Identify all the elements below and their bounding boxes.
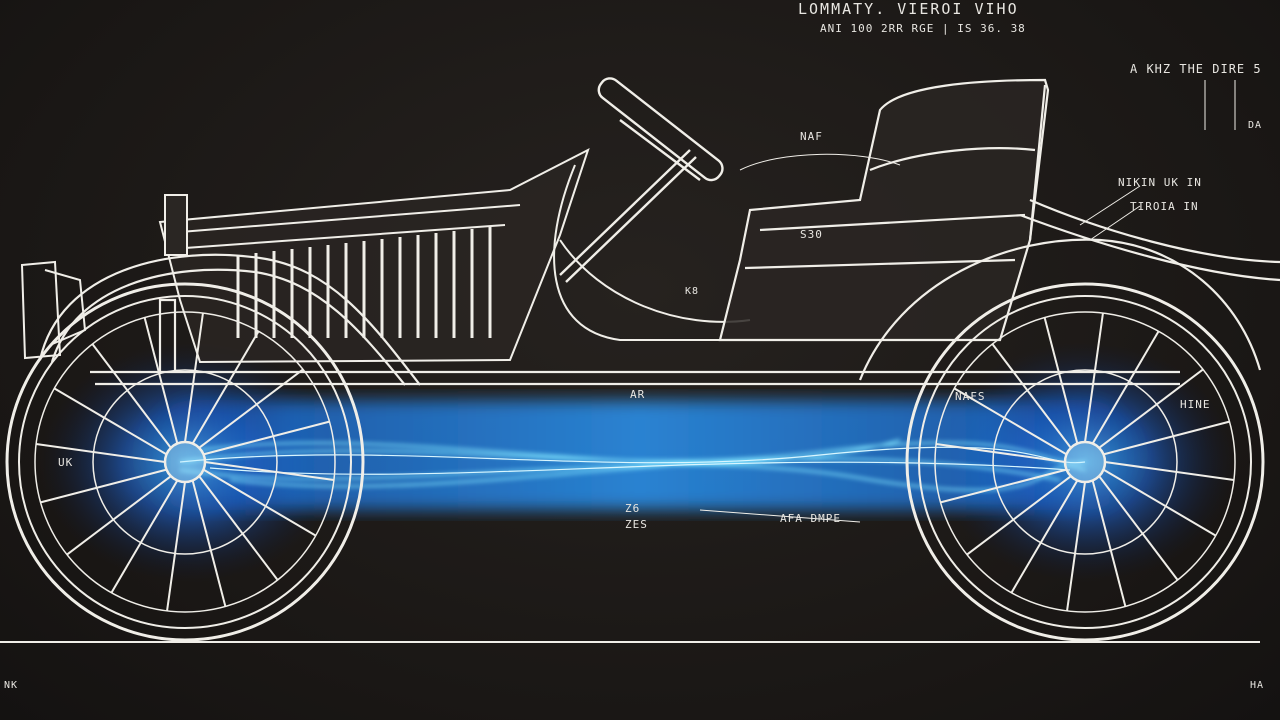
energy-glow <box>40 342 1235 582</box>
corner-note-left: NK <box>4 680 19 691</box>
seat-annotation-2: TIROIA IN <box>1130 200 1199 213</box>
front-lamp <box>20 260 87 360</box>
front-spoked-wheel-icon <box>905 282 1265 642</box>
blueprint-title: LOMMATY. VIEROI VIHO <box>798 0 1019 18</box>
wheels <box>5 282 1265 642</box>
steering-annotation: S30 <box>800 228 823 241</box>
hood-body <box>158 147 590 364</box>
lower-annotation-2: ZES <box>625 518 648 531</box>
steering-wheel-icon <box>559 77 724 283</box>
lower-annotation-3: AFA DMPE <box>780 512 841 525</box>
seat-body <box>718 78 1050 342</box>
cowl <box>553 164 751 341</box>
rear-fender <box>38 253 421 386</box>
chassis <box>90 298 1180 386</box>
dash-annotation: NAF <box>800 130 823 143</box>
radiator-grille <box>236 227 492 338</box>
rear-wheel-annotation: UK <box>58 456 74 469</box>
body-annotation: K8 <box>685 286 700 297</box>
dimension-sub-note: DA <box>1248 120 1263 131</box>
corner-note-right: HA <box>1250 680 1265 691</box>
seat-annotation-1: NIKIN UK IN <box>1118 176 1202 189</box>
blueprint-subtitle: ANI 100 2RR RGE | IS 36. 38 <box>820 22 1026 35</box>
front-wheel-annotation: HINE <box>1180 398 1211 411</box>
lower-annotation-1: Z6 <box>625 502 641 515</box>
chassis-annotation-1: AR <box>630 388 646 401</box>
rear-spoked-wheel-icon <box>5 282 365 642</box>
energy-streaks-core <box>179 446 1086 475</box>
leader-lines <box>699 80 1236 523</box>
chassis-annotation-2: NAFS <box>955 390 986 403</box>
front-fender <box>858 198 1280 381</box>
dimension-note: A KHZ THE DIRE 5 <box>1130 62 1262 76</box>
